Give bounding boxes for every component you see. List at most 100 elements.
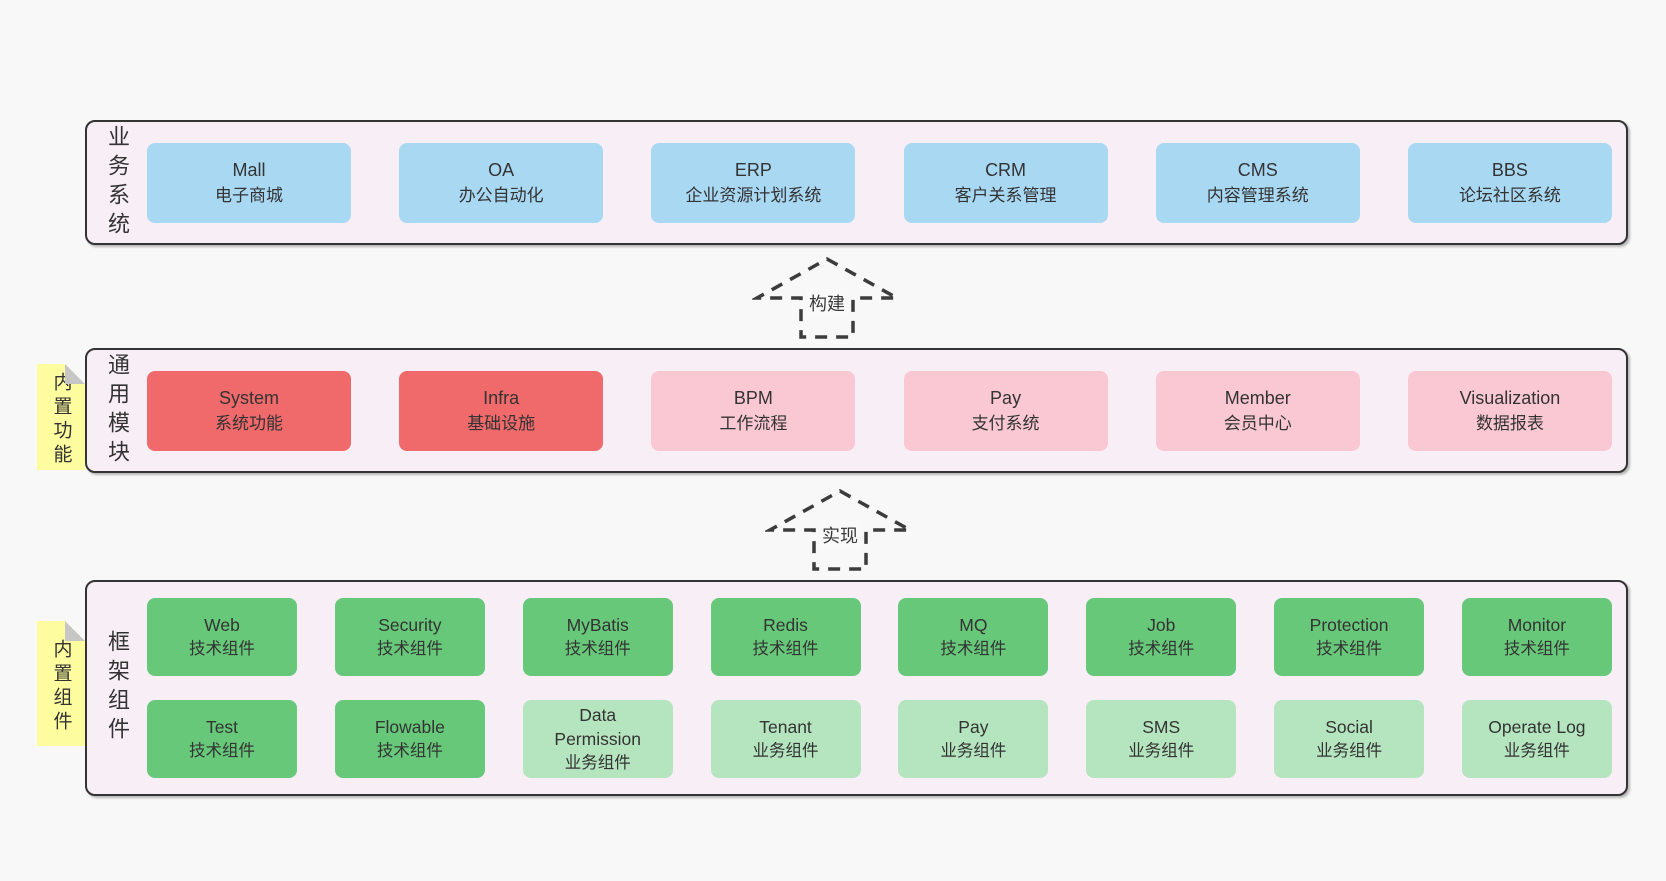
box-subtitle: 技术组件: [1128, 640, 1195, 658]
band-label-column: 框架组件: [87, 582, 147, 794]
components-box-test: Test 技术组件: [147, 700, 297, 778]
components-box-mq: MQ 技术组件: [898, 598, 1049, 676]
components-box-tenant: Tenant 业务组件: [710, 700, 861, 778]
box-subtitle: 业务组件: [564, 754, 631, 772]
sticky-note-built-in-components: 内置组件: [37, 621, 85, 746]
business-box-cms: CMS 内容管理系统: [1155, 142, 1360, 223]
box-title: ERP: [734, 159, 772, 180]
band-label-column: 通用模块: [87, 350, 147, 471]
band-label-common-modules: 通用模块: [105, 352, 130, 469]
box-subtitle: 系统功能: [215, 413, 283, 433]
box-subtitle: 技术组件: [752, 640, 819, 658]
box-title: CRM: [985, 159, 1027, 180]
components-box-flowable: Flowable 技术组件: [334, 700, 485, 778]
box-title: MQ: [959, 615, 988, 635]
box-subtitle: 技术组件: [1503, 640, 1570, 658]
modules-box-visualization: Visualization 数据报表: [1407, 370, 1612, 451]
box-title: Monitor: [1507, 615, 1567, 635]
box-subtitle: 数据报表: [1475, 413, 1544, 433]
business-box-bbs: BBS 论坛社区系统: [1407, 142, 1612, 223]
box-title: Operate Log: [1488, 717, 1586, 737]
components-box-sms: SMS 业务组件: [1086, 700, 1237, 778]
box-subtitle: 业务组件: [752, 742, 819, 760]
box-title: Data Permission: [554, 705, 641, 749]
box-title: OA: [488, 159, 515, 180]
box-subtitle: 技术组件: [1316, 640, 1383, 658]
components-box-data-permission: Data Permission 业务组件: [522, 700, 673, 778]
sticky-note-built-in-features: 内置功能: [37, 364, 85, 470]
box-title: Pay: [990, 387, 1022, 408]
sticky-note-text: 内置功能: [50, 372, 72, 468]
box-subtitle: 业务组件: [1128, 742, 1195, 760]
box-title: Protection: [1309, 615, 1389, 635]
arrow-up-implement-icon: 实现: [765, 488, 915, 572]
box-title: Security: [378, 615, 442, 635]
business-box-crm: CRM 客户关系管理: [903, 142, 1108, 223]
box-subtitle: 业务组件: [940, 742, 1007, 760]
box-subtitle: 内容管理系统: [1206, 185, 1309, 205]
components-box-job: Job 技术组件: [1086, 598, 1237, 676]
box-title: Mall: [232, 159, 266, 180]
band-label-column: 业务系统: [87, 122, 147, 243]
box-subtitle: 企业资源计划系统: [685, 185, 822, 205]
modules-box-system: System 系统功能: [147, 370, 351, 451]
box-title: BBS: [1491, 159, 1528, 180]
sticky-note-text: 内置组件: [50, 638, 72, 735]
band-label-business-systems: 业务系统: [105, 124, 130, 241]
box-title: Infra: [483, 387, 520, 408]
box-subtitle: 基础设施: [467, 413, 536, 433]
box-title: Redis: [763, 615, 808, 635]
box-subtitle: 客户关系管理: [954, 185, 1057, 205]
modules-box-bpm: BPM 工作流程: [651, 370, 856, 451]
arrow-label-implement: 实现: [819, 521, 861, 549]
box-subtitle: 技术组件: [376, 640, 443, 658]
box-title: Web: [204, 615, 240, 635]
box-title: Member: [1224, 387, 1291, 408]
box-subtitle: 办公自动化: [458, 185, 544, 205]
box-title: Tenant: [759, 717, 812, 737]
dashed-up-arrow-icon: [752, 256, 902, 339]
business-box-oa: OA 办公自动化: [399, 142, 604, 223]
box-title: System: [218, 387, 279, 408]
box-subtitle: 技术组件: [189, 742, 255, 760]
box-subtitle: 技术组件: [376, 742, 443, 760]
box-title: Job: [1147, 615, 1176, 635]
box-title: SMS: [1142, 717, 1181, 737]
box-subtitle: 论坛社区系统: [1458, 185, 1561, 205]
arrow-label-build: 构建: [806, 289, 848, 317]
business-box-erp: ERP 企业资源计划系统: [651, 142, 856, 223]
arrow-up-build-icon: 构建: [752, 256, 902, 340]
components-box-operate-log: Operate Log 业务组件: [1461, 700, 1612, 778]
box-title: CMS: [1237, 159, 1278, 180]
box-subtitle: 业务组件: [1503, 742, 1570, 760]
band-label-framework-components: 框架组件: [105, 630, 130, 746]
modules-box-infra: Infra 基础设施: [399, 370, 604, 451]
box-subtitle: 工作流程: [719, 413, 788, 433]
box-title: BPM: [733, 387, 773, 408]
components-box-pay: Pay 业务组件: [898, 700, 1049, 778]
box-subtitle: 技术组件: [564, 640, 631, 658]
components-box-monitor: Monitor 技术组件: [1461, 598, 1612, 676]
box-title: Visualization: [1459, 387, 1561, 408]
dashed-up-arrow-icon: [765, 488, 915, 571]
box-title: Pay: [958, 717, 989, 737]
components-box-security: Security 技术组件: [334, 598, 485, 676]
box-title: Social: [1325, 717, 1373, 737]
box-subtitle: 技术组件: [940, 640, 1007, 658]
box-title: Flowable: [374, 717, 445, 737]
box-title: Test: [205, 717, 239, 737]
